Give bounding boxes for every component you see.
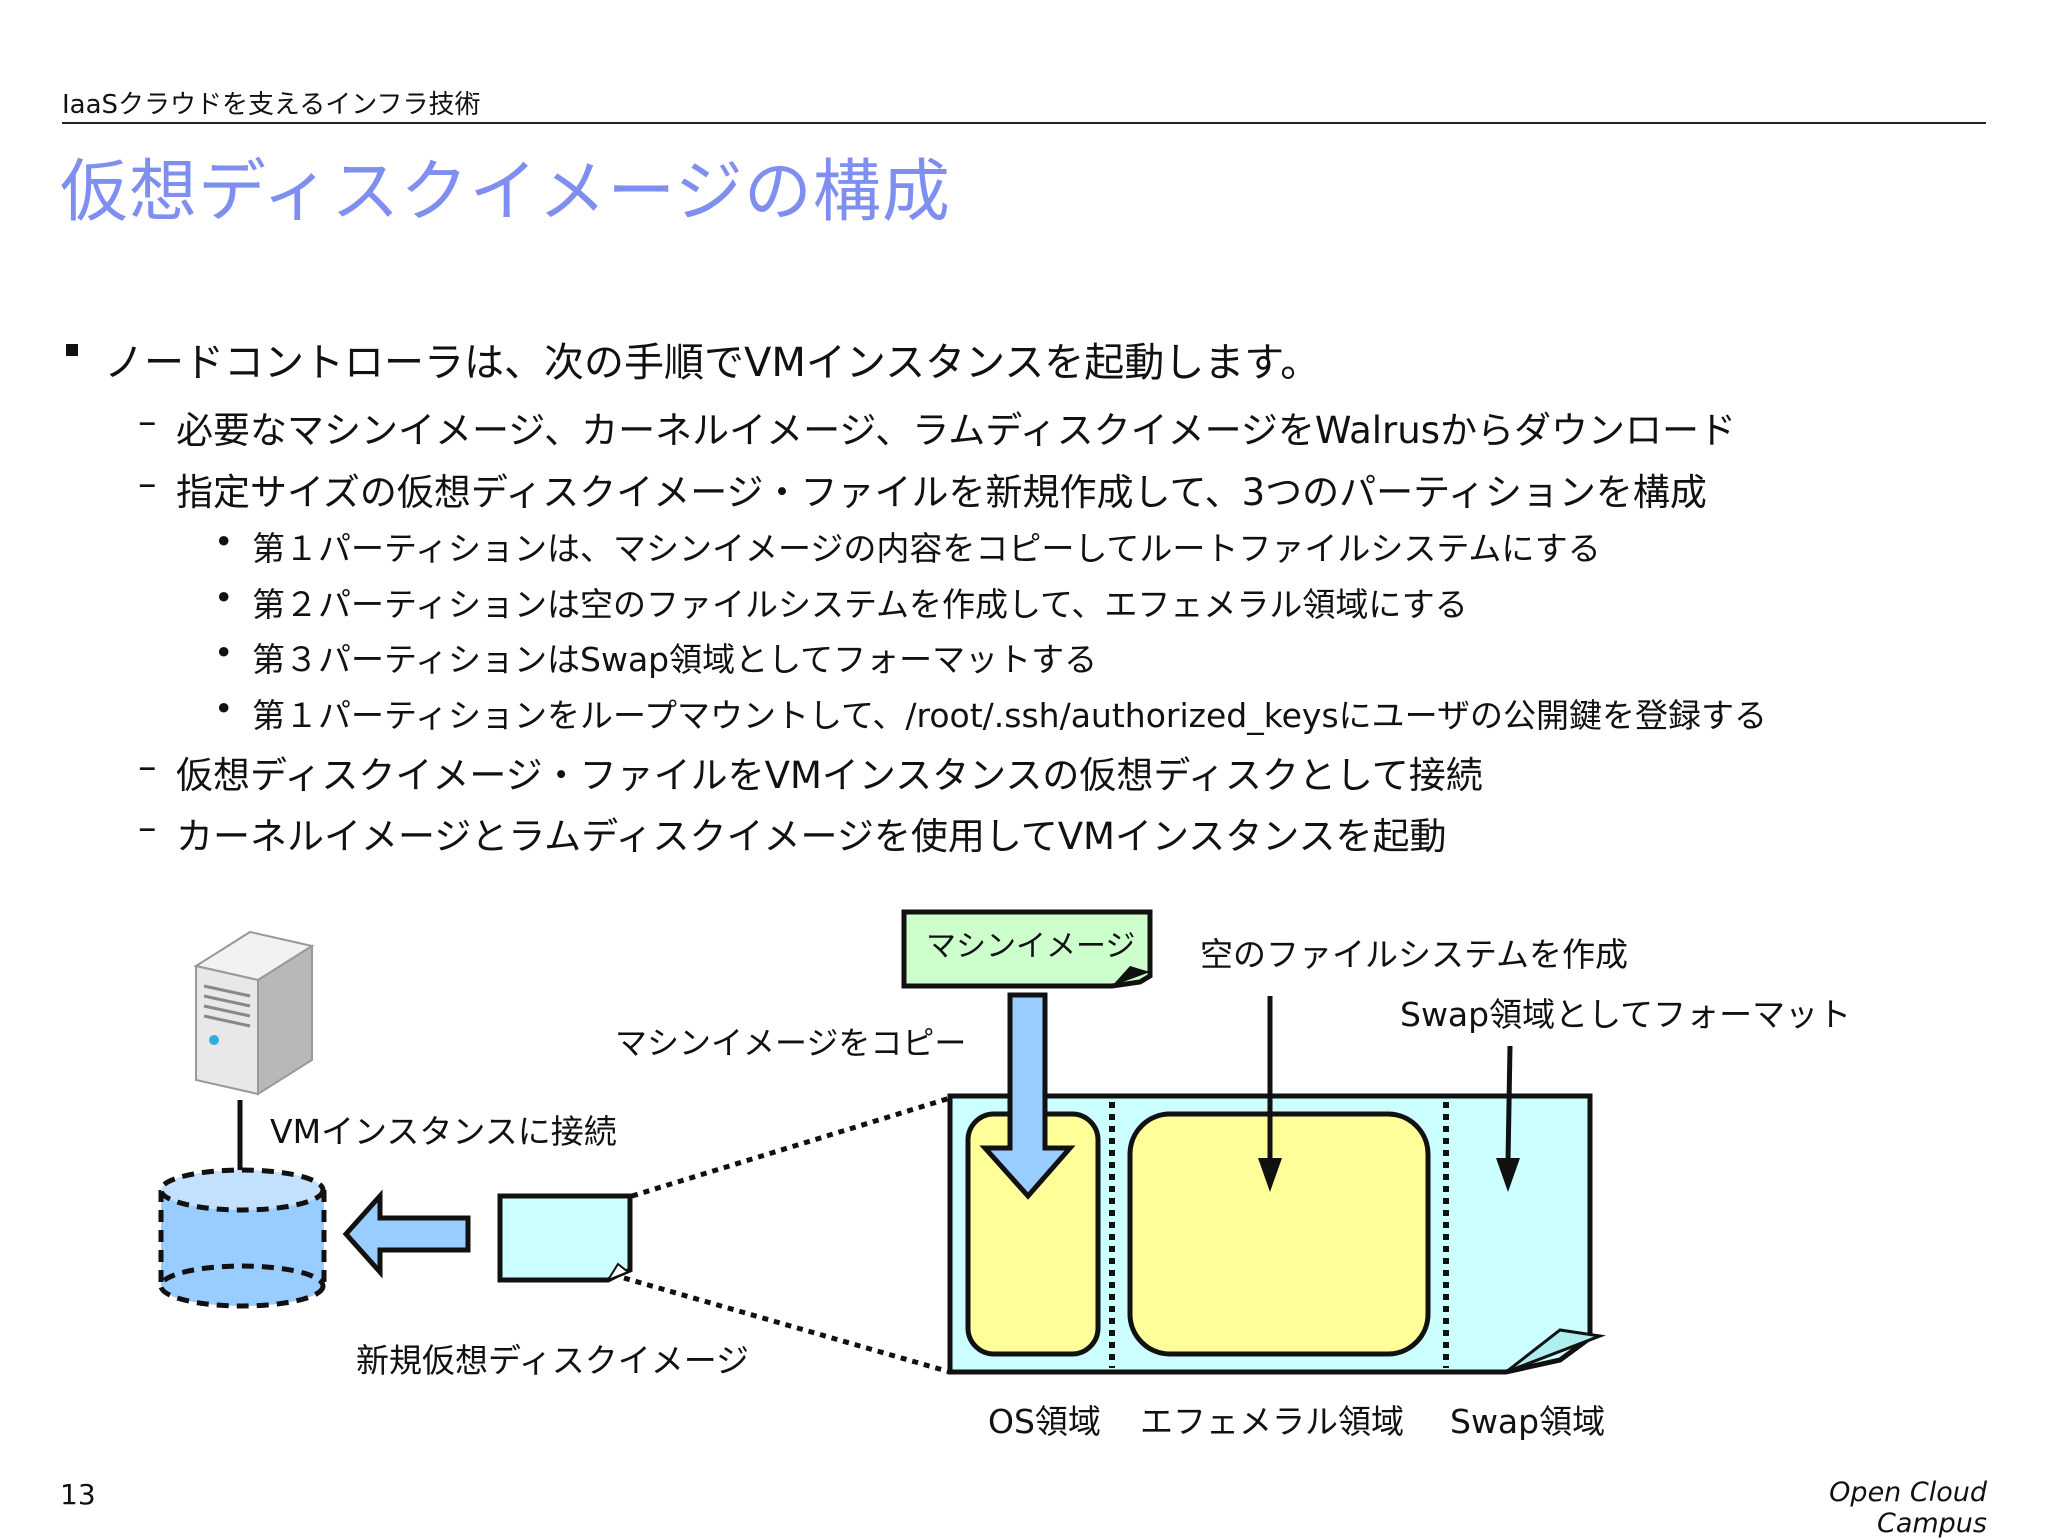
sub-bullet-2-text: 第２パーティションは空のファイルシステムを作成して、エフェメラル領域にする (252, 585, 1468, 624)
disk-image-layout (947, 1093, 1606, 1375)
swap-area-label: Swap領域 (1450, 1402, 1605, 1441)
dot-bullet-marker: • (214, 633, 234, 672)
empty-fs-label: 空のファイルシステムを作成 (1200, 935, 1628, 974)
bullet-step-3: – 仮想ディスクイメージ・ファイルをVMインスタンスの仮想ディスクとして接続 (138, 745, 1483, 799)
dot-bullet-marker: • (214, 689, 234, 728)
footer-brand: Open Cloud Campus (1829, 1477, 1987, 1539)
swap-format-arrow (1505, 1045, 1513, 1163)
header-rule (62, 122, 1986, 124)
new-disk-file-icon (497, 1193, 633, 1283)
sub-bullet-1-text: 第１パーティションは、マシンイメージの内容をコピーしてルートファイルシステムにす… (252, 529, 1601, 568)
sub-bullet-3-text: 第３パーティションはSwap領域としてフォーマットする (252, 640, 1098, 679)
bullet-step-2-text: 指定サイズの仮想ディスクイメージ・ファイルを新規作成して、3つのパーティションを… (176, 471, 1707, 514)
ephemeral-partition (1127, 1111, 1431, 1357)
virtual-disk-cylinder-icon (158, 1167, 327, 1309)
dash-bullet-marker: – (138, 806, 157, 849)
sub-bullet-2: • 第２パーティションは空のファイルシステムを作成して、エフェメラル領域にする (214, 578, 1468, 626)
header-category: IaaSクラウドを支えるインフラ技術 (62, 90, 481, 120)
sub-bullet-3: • 第３パーティションはSwap領域としてフォーマットする (214, 633, 1098, 681)
server-icon (193, 930, 315, 1096)
bullet-step-3-text: 仮想ディスクイメージ・ファイルをVMインスタンスの仮想ディスクとして接続 (176, 754, 1483, 797)
bullet-step-1: – 必要なマシンイメージ、カーネルイメージ、ラムディスクイメージをWalrusか… (138, 400, 1736, 454)
square-bullet-icon (66, 344, 78, 356)
new-disk-label: 新規仮想ディスクイメージ (356, 1341, 749, 1380)
connect-label: VMインスタンスに接続 (270, 1112, 617, 1151)
swap-format-label: Swap領域としてフォーマット (1400, 995, 1851, 1034)
ephemeral-area-label: エフェメラル領域 (1140, 1402, 1404, 1441)
machine-image-box-label: マシンイメージ (926, 929, 1135, 964)
zoom-line-bottom (623, 1275, 951, 1375)
bullet-step-4-text: カーネルイメージとラムディスクイメージを使用してVMインスタンスを起動 (176, 815, 1447, 858)
os-area-label: OS領域 (988, 1402, 1101, 1441)
dash-bullet-marker: – (138, 745, 157, 788)
dot-bullet-marker: • (214, 578, 234, 617)
page-number: 13 (60, 1478, 96, 1511)
dash-bullet-marker: – (138, 400, 157, 443)
sub-bullet-4: • 第１パーティションをループマウントして、/root/.ssh/authori… (214, 689, 1767, 737)
bullet-step-1-text: 必要なマシンイメージ、カーネルイメージ、ラムディスクイメージをWalrusからダ… (176, 409, 1736, 452)
bullet-main-text: ノードコントローラは、次の手順でVMインスタンスを起動します。 (104, 340, 1321, 386)
copy-arrow (979, 992, 1076, 1200)
dot-bullet-marker: • (214, 522, 234, 561)
sub-bullet-1: • 第１パーティションは、マシンイメージの内容をコピーしてルートファイルシステム… (214, 522, 1601, 570)
bullet-main: ノードコントローラは、次の手順でVMインスタンスを起動します。 (66, 330, 1321, 388)
sub-bullet-4-text: 第１パーティションをループマウントして、/root/.ssh/authorize… (252, 696, 1767, 735)
connect-arrow (342, 1189, 471, 1279)
bullet-step-2: – 指定サイズの仮想ディスクイメージ・ファイルを新規作成して、3つのパーティショ… (138, 462, 1707, 516)
dash-bullet-marker: – (138, 462, 157, 505)
bullet-step-4: – カーネルイメージとラムディスクイメージを使用してVMインスタンスを起動 (138, 806, 1447, 860)
slide-title: 仮想ディスクイメージの構成 (60, 153, 951, 232)
zoom-line-top (631, 1095, 951, 1199)
copy-label: マシンイメージをコピー (615, 1024, 966, 1062)
machine-image-box: マシンイメージ (901, 909, 1153, 989)
